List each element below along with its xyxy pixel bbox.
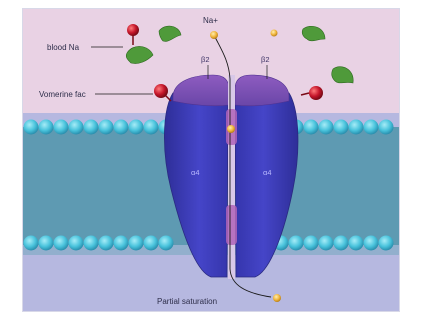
ion-sphere [271, 30, 278, 37]
ion-sphere [227, 125, 235, 133]
ion-channel-figure: blood Na Vomerine fac Na+ β2 β2 α4 α4 Pa… [22, 8, 400, 312]
channel-pore [228, 75, 235, 279]
pore-inner [226, 205, 237, 245]
ion-sphere [210, 31, 218, 39]
label-bottom-caption: Partial saturation [157, 297, 217, 306]
label-na-plus: Na+ [203, 16, 218, 25]
ion-sphere [273, 294, 281, 302]
label-alpha-left: α4 [191, 168, 200, 177]
label-vomeronasal: Vomerine fac [39, 90, 86, 99]
label-alpha-right: α4 [263, 168, 272, 177]
label-blood-na: blood Na [47, 43, 80, 52]
diagram-canvas: blood Na Vomerine fac Na+ β2 β2 α4 α4 Pa… [23, 9, 399, 311]
label-beta2-right: β2 [261, 55, 270, 64]
label-beta2-left: β2 [201, 55, 210, 64]
